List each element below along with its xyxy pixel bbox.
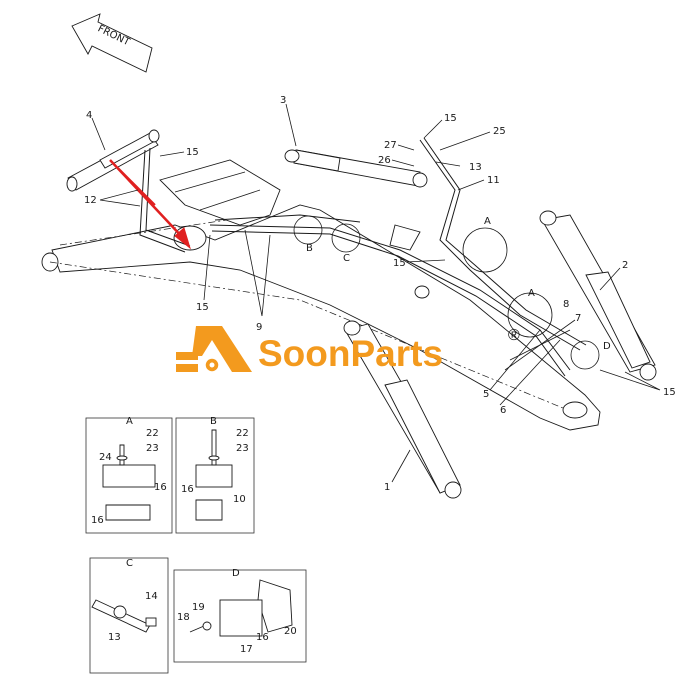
brand-watermark: SoonParts ® [176, 326, 520, 374]
callout-d: D [603, 341, 611, 352]
detail-c-label-14: 14 [145, 591, 158, 602]
detail-b-title: B [210, 416, 217, 427]
callout-13: 13 [469, 162, 482, 173]
callout-a: A [484, 216, 491, 227]
callout-1: 1 [384, 482, 390, 493]
callout-4: 4 [86, 110, 92, 121]
detail-b-label-23: 23 [236, 443, 249, 454]
detail-d-label-16: 16 [256, 632, 269, 643]
detail-box-a [85, 417, 173, 534]
callout-a: A [528, 288, 535, 299]
callout-b: B [306, 243, 313, 254]
detail-a-label-24: 24 [99, 452, 112, 463]
boom [41, 159, 601, 431]
detail-a-label-23: 23 [146, 443, 159, 454]
detail-d-label-18: 18 [177, 612, 190, 623]
callout-15: 15 [444, 113, 457, 124]
registered-mark: ® [508, 327, 520, 344]
detail-d-label-20: 20 [284, 626, 297, 637]
callout-15: 15 [663, 387, 676, 398]
detail-labels: A 22 23 24 16 16 B 22 23 16 10 C 14 13 D… [91, 416, 297, 655]
brand-logo-icon [176, 326, 252, 373]
detail-d-label-17: 17 [240, 644, 253, 655]
detail-d-label-19: 19 [192, 602, 205, 613]
cylinder-4 [66, 129, 160, 192]
callout-5: 5 [483, 389, 489, 400]
detail-d-title: D [232, 568, 240, 579]
callout-15: 15 [393, 258, 406, 269]
highlight-arrow [109, 159, 191, 250]
callout-15: 15 [196, 302, 209, 313]
callout-27: 27 [384, 140, 397, 151]
detail-box-b [175, 417, 255, 534]
callout-2: 2 [622, 260, 628, 271]
detail-a-title: A [126, 416, 133, 427]
detail-a-label-16b: 16 [91, 515, 104, 526]
callout-3: 3 [280, 95, 286, 106]
detail-b-label-16: 16 [181, 484, 194, 495]
detail-a-label-16: 16 [154, 482, 167, 493]
callout-9: 9 [256, 322, 262, 333]
detail-b-label-22: 22 [236, 428, 249, 439]
callout-6: 6 [500, 405, 506, 416]
callout-labels: 3 4 15 12 27 15 25 26 13 11 B C A 15 2 1… [84, 95, 676, 493]
detail-box-c [89, 557, 169, 674]
callout-c: C [343, 253, 350, 264]
callout-11: 11 [487, 175, 500, 186]
callout-7: 7 [575, 313, 581, 324]
detail-ring-a1 [462, 227, 508, 273]
callout-8: 8 [563, 299, 569, 310]
callout-25: 25 [493, 126, 506, 137]
brand-name: SoonParts [258, 333, 443, 374]
detail-b-label-10: 10 [233, 494, 246, 505]
callout-26: 26 [378, 155, 391, 166]
detail-c-title: C [126, 558, 133, 569]
hose-lines [139, 137, 587, 377]
leader-lines [91, 103, 661, 483]
detail-ring-c [331, 223, 361, 253]
cylinder-1 [343, 320, 462, 499]
detail-box-d [173, 569, 307, 663]
cylinder-3 [284, 149, 428, 188]
callout-15: 15 [186, 147, 199, 158]
detail-ring-a2 [507, 292, 553, 338]
detail-a-label-22: 22 [146, 428, 159, 439]
front-arrow-icon: FRONT [71, 13, 153, 73]
detail-ring-b [293, 215, 323, 245]
detail-c-label-13: 13 [108, 632, 121, 643]
callout-12: 12 [84, 195, 97, 206]
detail-ring-d [570, 340, 600, 370]
cylinder-2 [539, 210, 657, 381]
